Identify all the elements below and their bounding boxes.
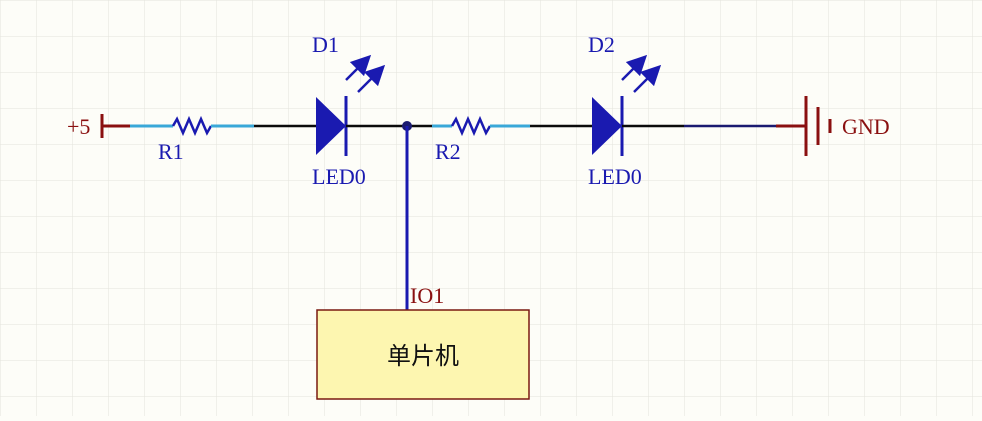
d2-value: LED0 xyxy=(588,164,642,189)
led-d1[interactable]: D1 LED0 xyxy=(312,32,386,189)
r2-designator: R2 xyxy=(435,139,461,164)
d2-designator: D2 xyxy=(588,32,615,57)
resistor-r1[interactable]: R1 xyxy=(130,115,254,164)
power-port[interactable]: +5 xyxy=(67,114,130,139)
ground-label: GND xyxy=(842,114,890,139)
io1-net-label: IO1 xyxy=(410,283,444,308)
r1-designator: R1 xyxy=(158,139,184,164)
mcu-block[interactable]: 单片机 xyxy=(316,309,530,400)
d1-designator: D1 xyxy=(312,32,339,57)
d1-value: LED0 xyxy=(312,164,366,189)
led-d2[interactable]: D2 LED0 xyxy=(588,32,662,189)
power-label: +5 xyxy=(67,114,90,139)
mcu-label: 单片机 xyxy=(387,342,459,370)
resistor-r2[interactable]: R2 xyxy=(432,115,530,164)
ground-port[interactable]: GND xyxy=(776,96,890,156)
